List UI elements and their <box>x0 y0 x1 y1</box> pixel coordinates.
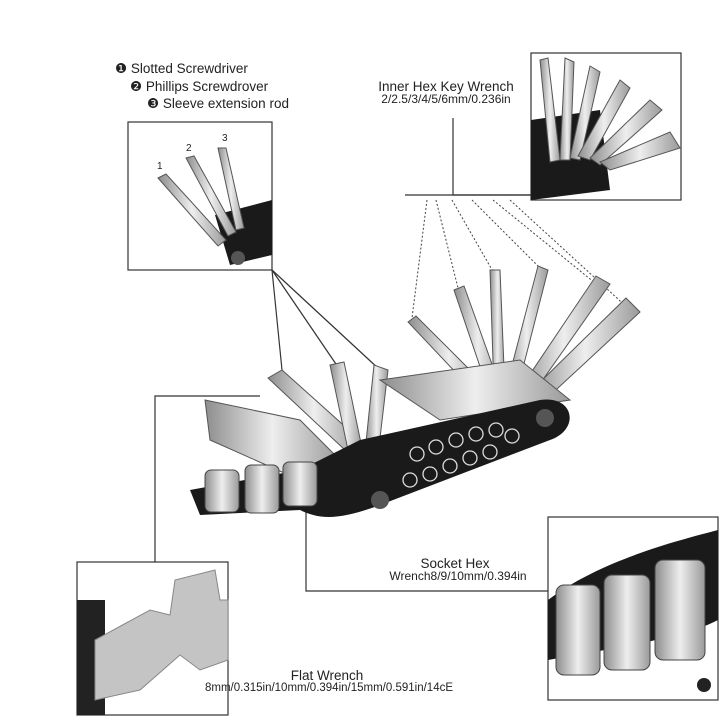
label-slotted-screwdriver: ❶ Slotted Screwdriver <box>115 62 248 76</box>
inset-screwdrivers <box>157 147 272 265</box>
inset-flat-wrench <box>77 569 229 715</box>
hex-key-sizes: 2/2.5/3/4/5/6mm/0.236in <box>381 92 511 106</box>
inset-number-3: 3 <box>222 133 228 144</box>
socket-sizes: Wrench8/9/10mm/0.394in <box>389 569 527 583</box>
multitool <box>190 265 641 517</box>
label-text: Phillips Screwdrover <box>145 79 269 94</box>
label-phillips-screwdriver: ❷ Phillips Screwdrover <box>130 80 268 94</box>
label-text: Slotted Screwdriver <box>130 61 248 76</box>
label-sleeve-extension-rod: ❸ Sleeve extension rod <box>147 97 289 111</box>
flat-wrench-title: Flat Wrench <box>290 668 364 683</box>
inset-sockets <box>548 530 718 692</box>
inset-box-screwdrivers <box>127 121 273 271</box>
number-badge-1: ❶ <box>115 61 128 76</box>
number-badge-2: ❷ <box>130 79 143 94</box>
inset-hex-keys <box>531 57 681 200</box>
inset-number-1: 1 <box>157 161 163 172</box>
label-text: Sleeve extension rod <box>162 96 289 111</box>
flat-wrench-sizes: 8mm/0.315in/10mm/0.394in/15mm/0.591in/14… <box>204 682 454 694</box>
inset-number-2: 2 <box>186 143 192 154</box>
hex-key-title: Inner Hex Key Wrench <box>378 79 514 94</box>
number-badge-3: ❸ <box>147 96 160 111</box>
socket-title: Socket Hex <box>420 556 490 571</box>
